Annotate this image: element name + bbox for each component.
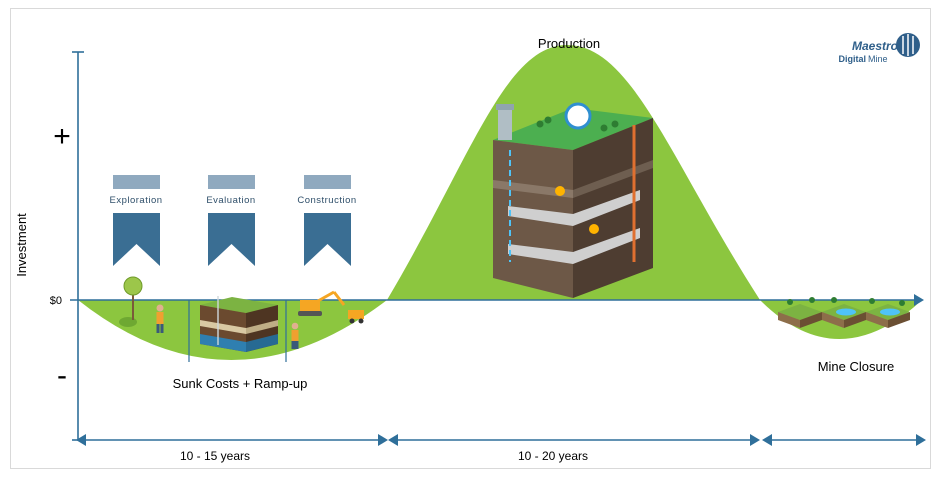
phase-label-construction: Construction (297, 195, 356, 206)
person-leg (160, 324, 164, 333)
banner-ribbon (113, 213, 160, 266)
tree-icon (899, 300, 905, 306)
dump-truck-icon (348, 310, 364, 319)
tree-icon (600, 124, 608, 132)
blast-icon (555, 186, 565, 196)
mine-closure-label: Mine Closure (818, 359, 895, 374)
strata-layer (200, 320, 246, 334)
logo-digital: Digital (838, 54, 866, 64)
worker-head (291, 322, 299, 330)
tree-icon (869, 298, 875, 304)
banner-exploration: Exploration (109, 175, 162, 266)
mine-level-2 (508, 228, 640, 264)
duration-label-2: 10 - 20 years (518, 449, 588, 463)
zero-axis-arrow (914, 294, 924, 306)
production-label: Production (538, 36, 600, 51)
excavator-arm (332, 291, 346, 306)
tree-icon (536, 120, 544, 128)
rock-band (493, 180, 573, 198)
exploration-illustration (119, 276, 164, 333)
tree-icon (611, 120, 619, 128)
tree-icon (809, 297, 815, 303)
arrow-head (916, 434, 926, 446)
y-axis-label: Investment (14, 213, 29, 277)
strata-water (200, 334, 246, 352)
geology-block-illustration (200, 296, 278, 352)
banner-construction: Construction (297, 175, 356, 266)
person-head (156, 304, 164, 312)
mine-cross-section-illustration (493, 102, 653, 298)
arrow-head (762, 434, 772, 446)
banner-ribbon (304, 213, 351, 266)
tree-icon (544, 116, 552, 124)
banner-top (304, 175, 351, 189)
minus-sign: - (57, 359, 67, 392)
arrow-head (378, 434, 388, 446)
tree-icon (787, 299, 793, 305)
duration-label-1: 10 - 15 years (180, 449, 250, 463)
blast-icon (589, 224, 599, 234)
logo-mine: Mine (868, 54, 888, 64)
person-vest-icon (156, 312, 164, 324)
banner-top (113, 175, 160, 189)
excavator-icon (300, 300, 320, 311)
excavator-track (298, 311, 322, 316)
land-tile-side (866, 312, 888, 328)
banner-evaluation: Evaluation (206, 175, 255, 266)
excavator-arm (317, 290, 335, 303)
reclaimed-land-illustration (778, 297, 910, 328)
sunk-costs-label: Sunk Costs + Ramp-up (173, 376, 308, 391)
land-tile-side (888, 312, 910, 328)
banner-ribbon (208, 213, 255, 266)
tower-top (496, 104, 514, 110)
headframe-tower-icon (498, 104, 512, 140)
bush-icon (119, 317, 137, 327)
worker-icon (291, 330, 299, 341)
banner-top (208, 175, 255, 189)
land-tile-side (800, 312, 822, 328)
strata-layer (246, 320, 278, 334)
construction-illustration (291, 290, 364, 349)
worker-legs (291, 341, 299, 349)
tree-icon (123, 276, 143, 296)
wheel (349, 318, 355, 324)
phase-label-exploration: Exploration (109, 195, 162, 206)
pond-icon (836, 308, 856, 316)
mine-level-1 (508, 190, 640, 226)
arrow-head (750, 434, 760, 446)
plus-sign: + (53, 120, 71, 153)
block-top (200, 297, 278, 313)
mine-monitor-icon (564, 102, 592, 130)
phase-label-evaluation: Evaluation (206, 195, 255, 206)
arrow-head (76, 434, 86, 446)
logo-brand: Maestro (852, 39, 898, 53)
land-tile-side (778, 312, 800, 328)
zero-label: $0 (50, 295, 62, 307)
frame-border (10, 8, 931, 469)
land-tile-side (844, 312, 866, 328)
mine-surface (493, 108, 653, 150)
tree-icon (831, 297, 837, 303)
strata-water (246, 334, 278, 352)
land-tile-side (822, 312, 844, 328)
person-leg (156, 324, 160, 333)
wheel (358, 318, 364, 324)
arrow-head (388, 434, 398, 446)
pond-icon (880, 308, 900, 316)
maestro-digital-mine-logo: Maestro Digital Mine (838, 33, 920, 64)
